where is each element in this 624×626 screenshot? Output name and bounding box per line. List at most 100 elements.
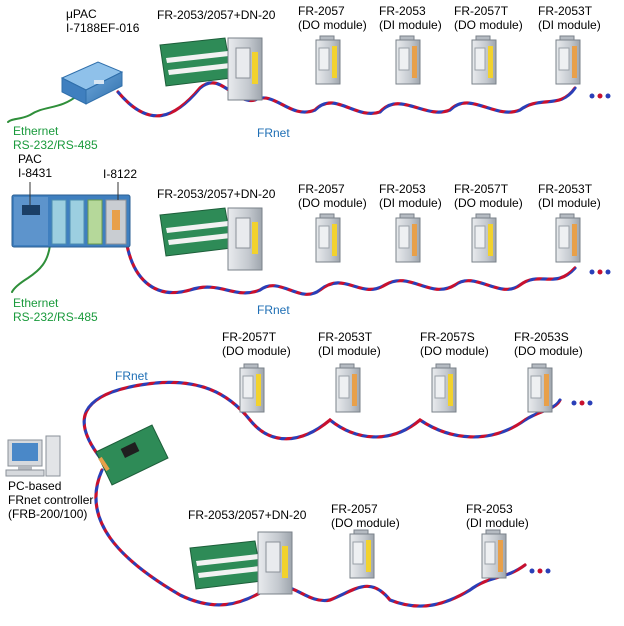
dn20-board-section2: [159, 207, 263, 271]
module-label-s3-2: FR-2057S (DO module): [420, 330, 489, 358]
mount-label-section1: FR-2053/2057+DN-20: [157, 8, 276, 22]
module-name: FR-2053: [379, 182, 426, 196]
ethernet-cable-2: [11, 244, 51, 293]
fr-module-box: [555, 35, 581, 85]
module-label-s4-0: FR-2057 (DO module): [331, 502, 400, 530]
fr-module-box: [239, 363, 265, 413]
module-name: FR-2057T: [454, 4, 509, 18]
ethernet-text-1: Ethernet: [13, 124, 59, 138]
frnet-cable-1: [116, 81, 577, 118]
module-type: (DO module): [222, 344, 291, 358]
serial-text-2: RS-232/RS-485: [13, 310, 98, 324]
frnet-cable-3: [82, 380, 562, 462]
module-label-s2-1: FR-2053 (DI module): [379, 182, 442, 210]
pc-label-line3: (FRB-200/100): [8, 507, 88, 521]
dn20-board-section1: [159, 37, 263, 101]
upac-label: μPAC I-7188EF-016: [66, 7, 139, 35]
pc-computer-icon: [5, 435, 61, 477]
module-type: (DI module): [379, 18, 442, 32]
module-name: FR-2053: [379, 4, 426, 18]
module-name: FR-2053T: [538, 182, 593, 196]
fr-module-box: [471, 35, 497, 85]
fr-module-box: [315, 35, 341, 85]
continuation-dots-row2: [589, 269, 611, 275]
continuation-dots-row4: [529, 568, 551, 574]
module-type: (DO module): [420, 344, 489, 358]
module-name: FR-2057S: [420, 330, 475, 344]
fr-module-box: [349, 529, 375, 579]
module-label-s1-1: FR-2053 (DI module): [379, 4, 442, 32]
frnet-cable-2: [123, 230, 577, 296]
leader-lines: [29, 182, 119, 205]
module-type: (DO module): [331, 516, 400, 530]
continuation-dots: [529, 93, 611, 574]
module-label-s1-3: FR-2053T (DI module): [538, 4, 601, 32]
ethernet-label-section1: Ethernet RS-232/RS-485: [13, 124, 98, 152]
fr-module-box: [335, 363, 361, 413]
module-type: (DI module): [466, 516, 529, 530]
module-label-s2-3: FR-2053T (DI module): [538, 182, 601, 210]
pac-i8431-device: [11, 194, 131, 248]
fr-modules: [239, 35, 581, 579]
module-name: FR-2057: [331, 502, 378, 516]
fr-module-box: [395, 35, 421, 85]
frnet-label-section1: FRnet: [257, 126, 290, 140]
module-name: FR-2057T: [454, 182, 509, 196]
pac-label: PAC I-8431: [18, 152, 52, 180]
module-type: (DO module): [514, 344, 583, 358]
fr-module-box: [555, 213, 581, 263]
i8122-label: I-8122: [103, 167, 138, 181]
frnet-cable-4: [94, 468, 527, 608]
cables: [7, 81, 577, 608]
pc-label-line1: PC-based: [8, 479, 62, 493]
module-label-s3-0: FR-2057T (DO module): [222, 330, 291, 358]
module-name: FR-2057: [298, 4, 345, 18]
ethernet-cable-1: [7, 94, 79, 123]
module-type: (DO module): [298, 196, 367, 210]
fr-module-box: [527, 363, 553, 413]
module-label-s4-1: FR-2053 (DI module): [466, 502, 529, 530]
frnet-label-section2: FRnet: [257, 303, 290, 317]
fr-module-box: [481, 529, 507, 579]
module-label-s1-2: FR-2057T (DO module): [454, 4, 523, 32]
upac-label-line2: I-7188EF-016: [66, 21, 140, 35]
continuation-dots-row1: [589, 93, 611, 99]
pc-label-line2: FRnet controller: [8, 493, 94, 507]
module-label-s3-1: FR-2053T (DI module): [318, 330, 381, 358]
module-name: FR-2053T: [318, 330, 373, 344]
serial-text-1: RS-232/RS-485: [13, 138, 98, 152]
fr-module-box: [431, 363, 457, 413]
module-type: (DO module): [454, 196, 523, 210]
module-type: (DI module): [538, 196, 601, 210]
module-label-s1-0: FR-2057 (DO module): [298, 4, 367, 32]
dn20-board-section4: [189, 531, 293, 595]
mount-label-section2: FR-2053/2057+DN-20: [157, 187, 276, 201]
module-type: (DO module): [454, 18, 523, 32]
fr-module-box: [395, 213, 421, 263]
ethernet-text-2: Ethernet: [13, 296, 59, 310]
module-label-s3-3: FR-2053S (DO module): [514, 330, 583, 358]
module-type: (DO module): [298, 18, 367, 32]
module-type: (DI module): [379, 196, 442, 210]
module-name: FR-2053S: [514, 330, 569, 344]
module-name: FR-2053T: [538, 4, 593, 18]
module-name: FR-2057T: [222, 330, 277, 344]
frb-pci-card: [95, 424, 169, 486]
upac-label-line1: μPAC: [66, 7, 97, 21]
module-label-s2-0: FR-2057 (DO module): [298, 182, 367, 210]
continuation-dots-row3: [571, 400, 593, 406]
upac-i7188ef-device: [60, 61, 124, 105]
frnet-label-section3: FRnet: [115, 369, 148, 383]
module-type: (DI module): [538, 18, 601, 32]
fr-module-box: [471, 213, 497, 263]
pac-label-line2: I-8431: [18, 166, 53, 180]
pc-controller-label: PC-based FRnet controller (FRB-200/100): [8, 479, 93, 521]
module-name: FR-2053: [466, 502, 513, 516]
ethernet-label-section2: Ethernet RS-232/RS-485: [13, 296, 98, 324]
fr-module-box: [315, 213, 341, 263]
module-type: (DI module): [318, 344, 381, 358]
module-name: FR-2057: [298, 182, 345, 196]
mount-label-section4: FR-2053/2057+DN-20: [188, 508, 307, 522]
module-label-s2-2: FR-2057T (DO module): [454, 182, 523, 210]
